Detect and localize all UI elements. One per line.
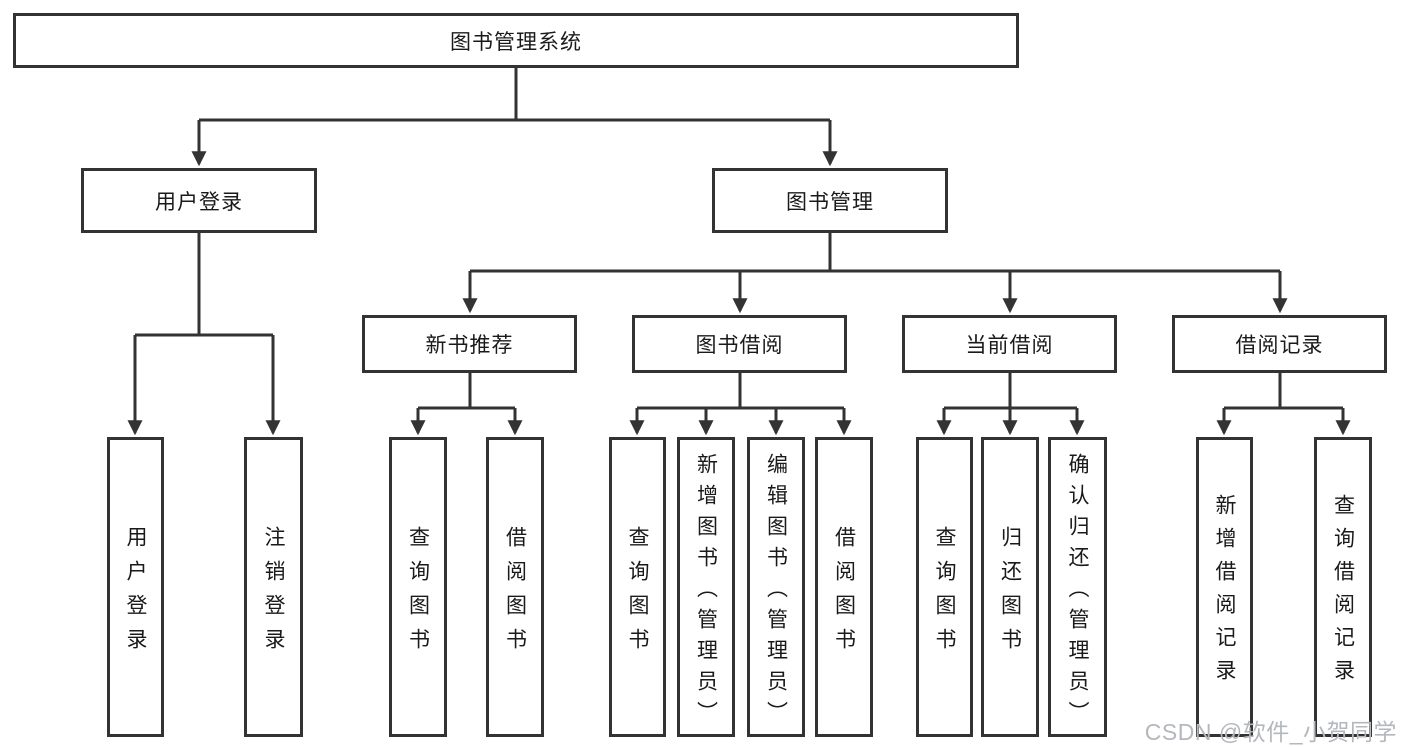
leaf-label: 确认归还（管理员）	[1066, 452, 1089, 732]
leaf-borrow-edit-books-admin: 编辑图书（管理员）	[747, 437, 805, 737]
leaf-records-query-record: 查询借阅记录	[1314, 437, 1372, 737]
node-book-borrowing: 图书借阅	[632, 315, 847, 373]
leaf-label: 借阅图书	[503, 525, 527, 662]
node-label: 图书管理系统	[450, 30, 582, 54]
leaf-label: 注销登录	[262, 525, 285, 662]
leaf-label: 查询图书	[933, 525, 956, 662]
node-label: 图书借阅	[695, 334, 784, 357]
leaf-logout: 注销登录	[244, 437, 303, 737]
leaf-user-login: 用户登录	[107, 437, 164, 737]
node-new-book-recommend: 新书推荐	[362, 315, 577, 373]
leaf-label: 归还图书	[998, 525, 1022, 662]
leaf-current-query-books: 查询图书	[916, 437, 973, 737]
leaf-newbook-query-books: 查询图书	[389, 437, 447, 737]
leaf-label: 查询图书	[406, 525, 430, 662]
leaf-label: 查询图书	[626, 525, 649, 662]
node-label: 图书管理	[786, 190, 874, 214]
csdn-watermark: CSDN @软件_小贺同学	[1144, 719, 1397, 745]
leaf-label: 新增借阅记录	[1213, 494, 1236, 692]
node-borrow-records: 借阅记录	[1172, 315, 1387, 373]
leaf-records-add-record: 新增借阅记录	[1196, 437, 1253, 737]
node-label: 当前借阅	[965, 334, 1054, 357]
leaf-borrow-add-books-admin: 新增图书（管理员）	[677, 437, 735, 737]
leaf-label: 查询借阅记录	[1331, 494, 1355, 692]
node-book-management: 图书管理	[712, 168, 948, 233]
leaf-current-return-books: 归还图书	[981, 437, 1039, 737]
leaf-borrow-query-books: 查询图书	[609, 437, 666, 737]
node-current-borrowing: 当前借阅	[902, 315, 1117, 373]
node-user-login: 用户登录	[81, 168, 317, 233]
leaf-label: 用户登录	[124, 525, 147, 662]
leaf-label: 新增图书（管理员）	[694, 452, 718, 732]
leaf-newbook-borrow-books: 借阅图书	[486, 437, 544, 737]
leaf-label: 编辑图书（管理员）	[764, 452, 788, 732]
node-library-management-system: 图书管理系统	[13, 13, 1019, 68]
leaf-current-confirm-return-admin: 确认归还（管理员）	[1048, 437, 1107, 737]
node-label: 用户登录	[155, 190, 243, 214]
node-label: 借阅记录	[1235, 334, 1324, 357]
leaf-label: 借阅图书	[832, 525, 856, 662]
node-label: 新书推荐	[425, 334, 514, 357]
leaf-borrow-lend-books: 借阅图书	[815, 437, 873, 737]
